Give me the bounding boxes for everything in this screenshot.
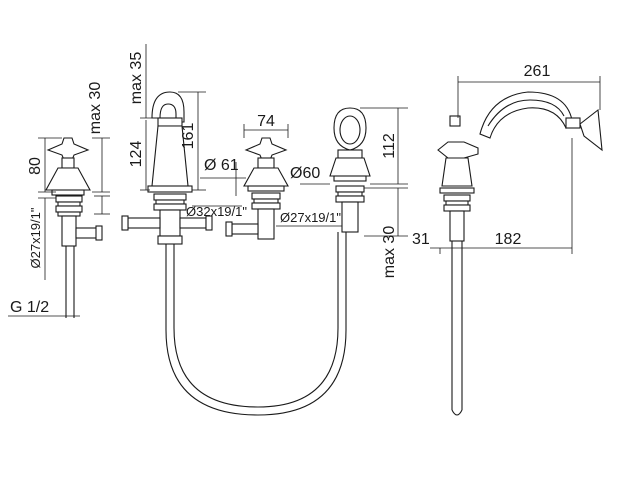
dim-161: 161 — [180, 123, 197, 150]
hose — [165, 232, 347, 416]
dim-182: 182 — [495, 231, 522, 248]
dim-dia60: Ø60 — [290, 165, 320, 182]
dim-dia32: Ø32x19/1" — [186, 204, 247, 219]
holder-dimensions — [300, 107, 408, 237]
dim-g12: G 1/2 — [10, 299, 49, 316]
dim-261: 261 — [524, 63, 551, 80]
spout-dimensions — [140, 44, 242, 207]
middle-valve — [225, 137, 289, 240]
side-dimensions — [430, 76, 601, 254]
middle-dimensions — [200, 124, 350, 227]
dim-dia27-mid: Ø27x19/1" — [280, 210, 341, 225]
dim-dia61: Ø 61 — [204, 157, 239, 174]
dim-max30-left: max 30 — [87, 82, 104, 135]
left-dimensions — [8, 137, 110, 317]
dim-max35: max 35 — [128, 52, 145, 105]
left-valve — [45, 137, 103, 318]
dim-31: 31 — [412, 231, 430, 248]
spout-assembly — [121, 91, 213, 258]
dim-112: 112 — [381, 133, 398, 159]
dim-124: 124 — [128, 141, 145, 168]
dim-74: 74 — [257, 113, 275, 130]
dim-dia27-left: Ø27x19/1" — [28, 207, 43, 268]
dim-80: 80 — [27, 157, 44, 175]
dim-max30-right: max 30 — [381, 226, 398, 279]
side-view — [437, 91, 603, 416]
handshower-holder — [329, 107, 371, 233]
